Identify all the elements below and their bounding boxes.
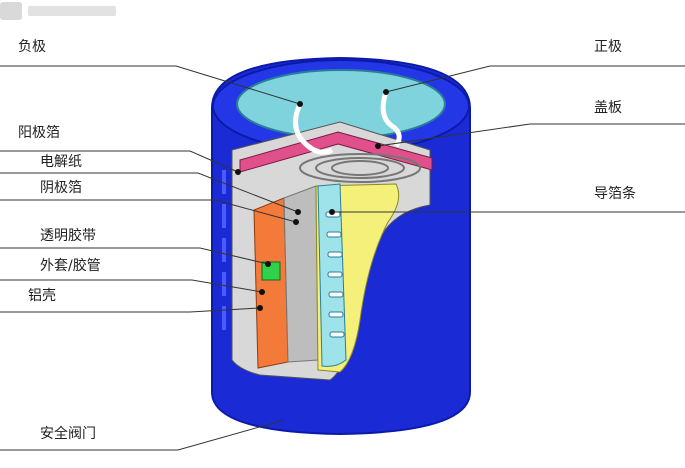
watermark-logo — [0, 2, 116, 20]
label-transparent-tape: 透明胶带 — [40, 228, 96, 244]
label-positive-terminal: 正极 — [594, 39, 622, 55]
label-cathode-foil: 阴极箔 — [40, 180, 82, 196]
leader-dots — [235, 89, 389, 311]
label-electrolytic-paper: 电解纸 — [40, 154, 82, 170]
case-side-slots — [222, 170, 226, 330]
label-cover-plate: 盖板 — [594, 100, 622, 116]
label-outer-sleeve: 外套/胶管 — [40, 258, 101, 274]
label-lead-tab: 导箔条 — [594, 186, 636, 202]
label-negative-terminal: 负极 — [18, 39, 46, 55]
leader-lines — [0, 65, 685, 451]
positive-lead-wire — [380, 91, 402, 148]
label-anode-foil: 阳极箔 — [18, 125, 60, 141]
tape-green — [261, 261, 281, 281]
foil-layers — [283, 185, 319, 363]
label-aluminum-case: 铝壳 — [28, 288, 56, 304]
winding-spiral — [299, 153, 421, 183]
sleeve-strip — [253, 197, 289, 369]
negative-lead-wire — [293, 102, 334, 155]
label-safety-valve: 安全阀门 — [40, 426, 96, 442]
